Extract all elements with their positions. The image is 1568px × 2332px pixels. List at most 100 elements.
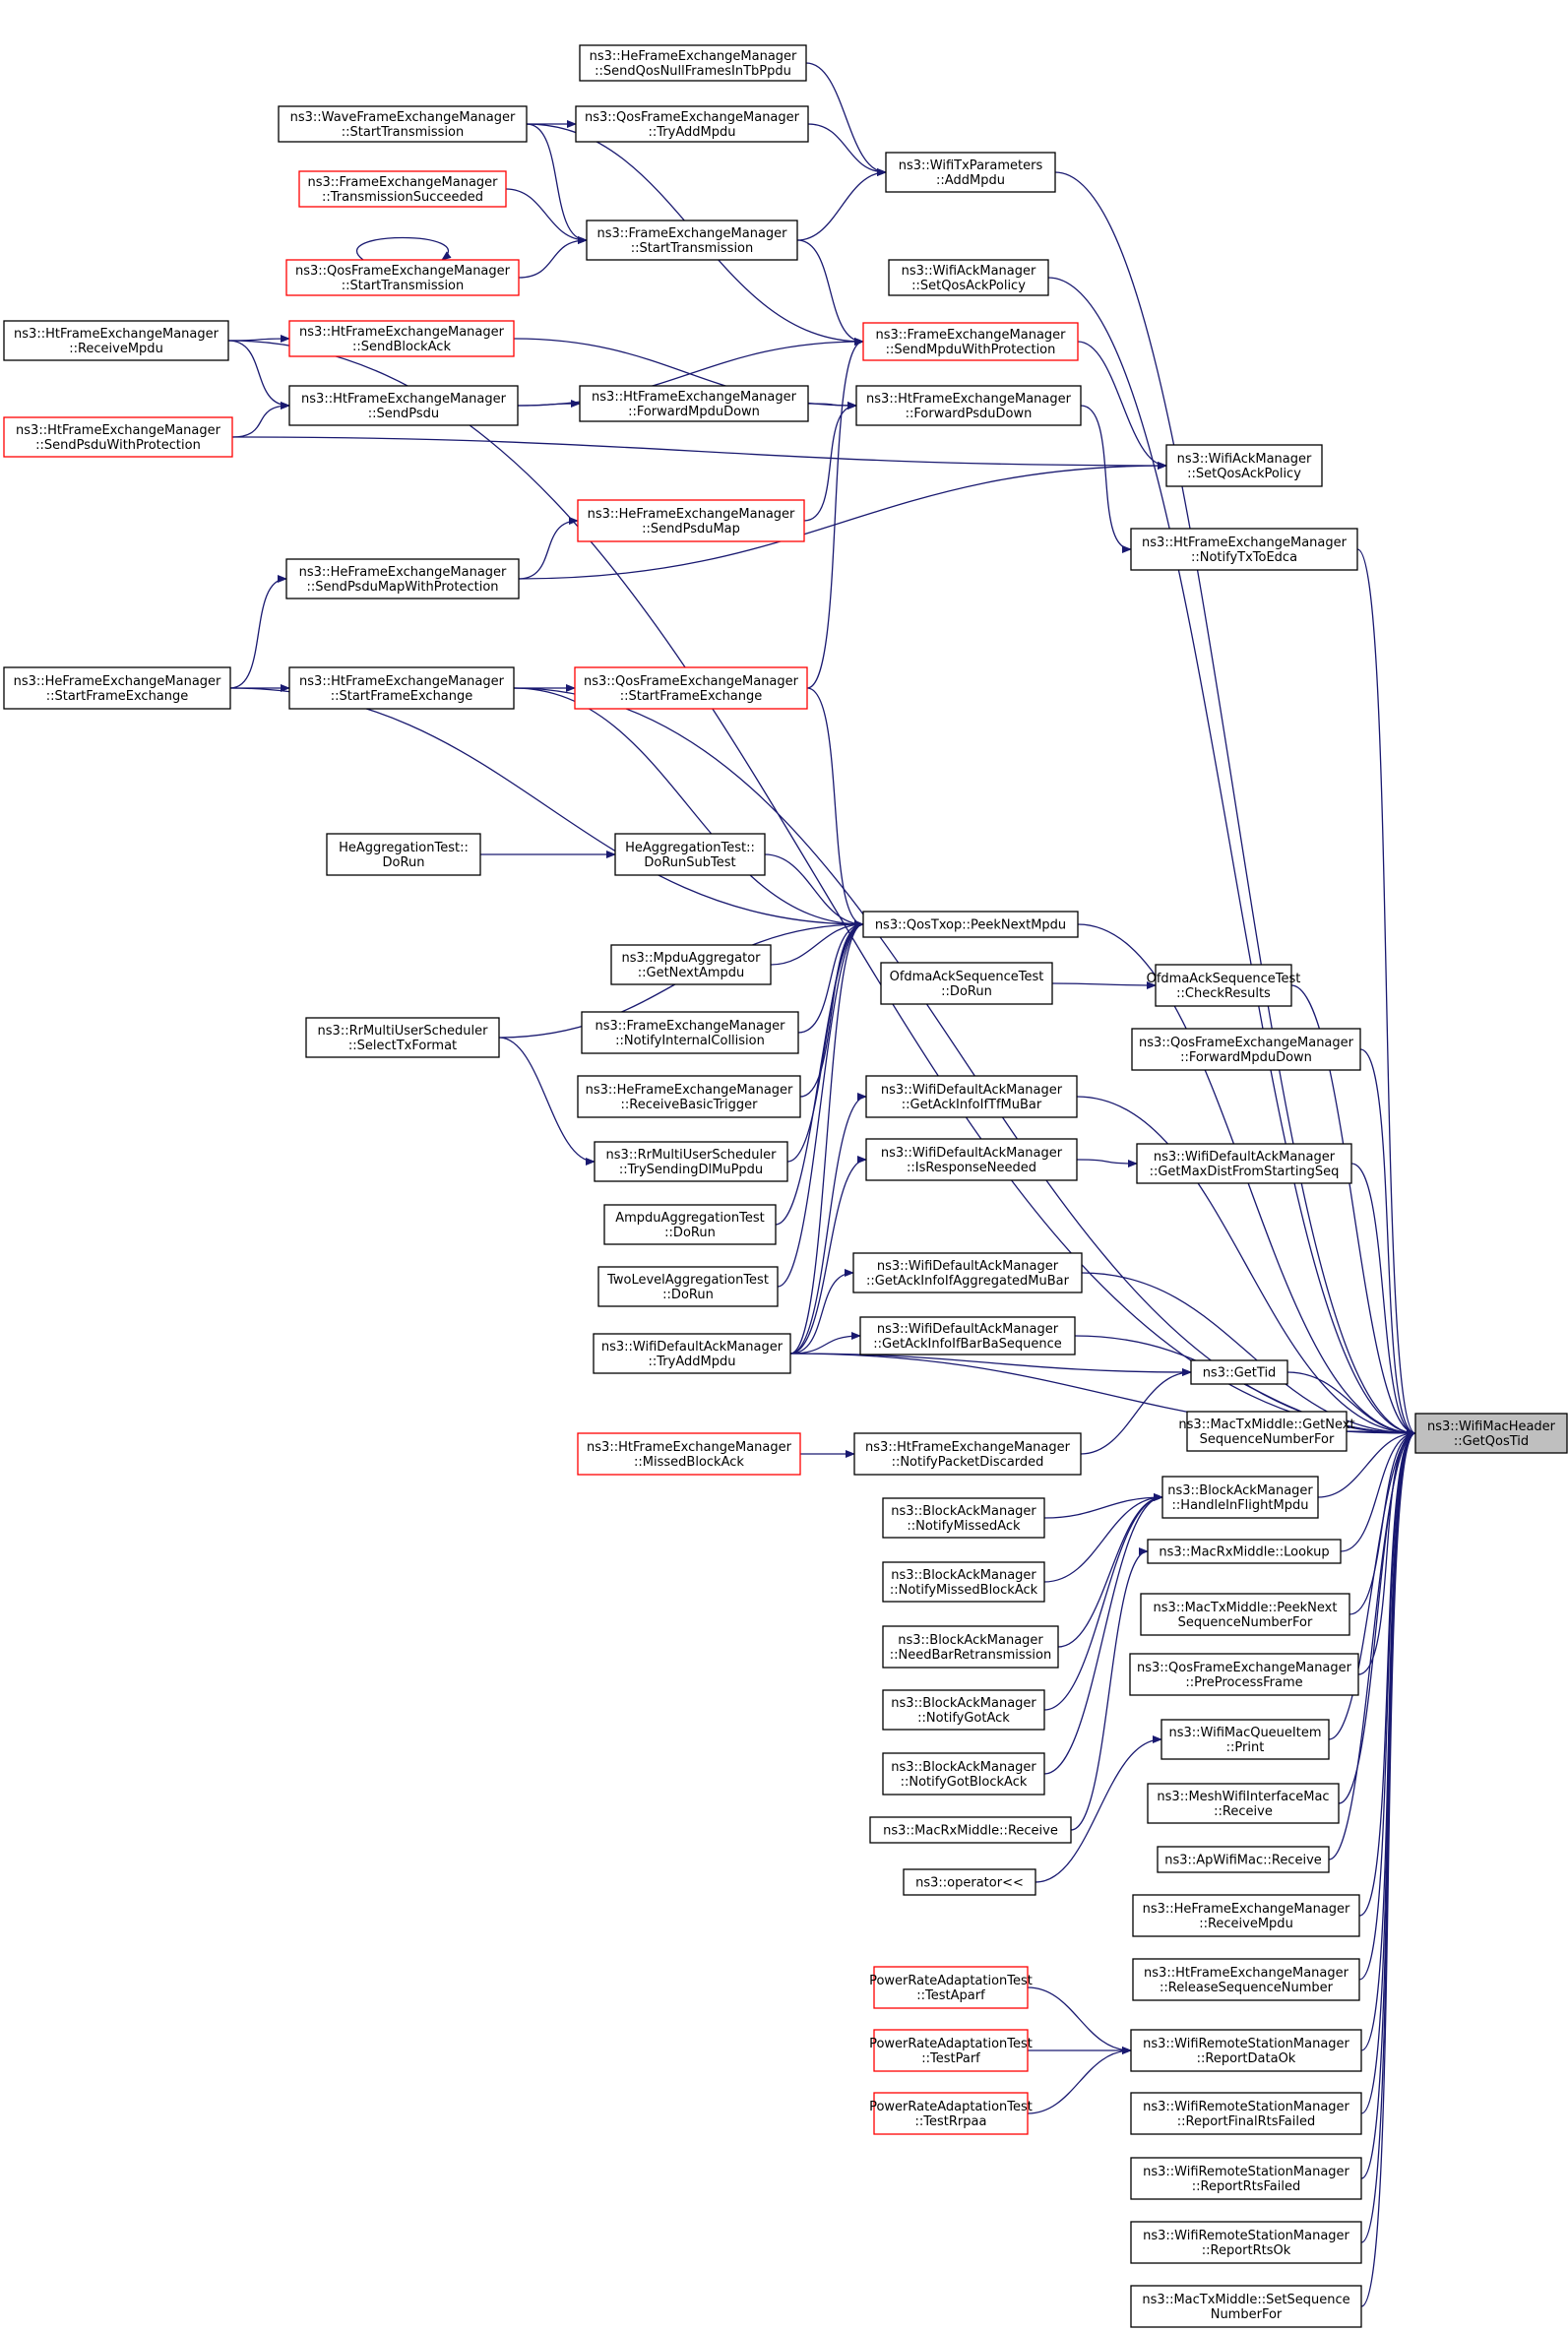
node-qos-start-tx[interactable]: ns3::QosFrameExchangeManager::StartTrans… — [285, 259, 520, 296]
edge-fx-notify-coll-to-peek — [797, 920, 864, 1034]
node-queue-print[interactable]: ns3::WifiMacQueueItem::Print — [1160, 1719, 1330, 1760]
node-label-line: ns3::WifiRemoteStationManager — [1143, 2037, 1349, 2051]
node-pwr-aparf[interactable]: PowerRateAdaptationTest::TestAparf — [869, 1966, 1033, 2009]
node-ht-notify-disc[interactable]: ns3::HtFrameExchangeManager::NotifyPacke… — [853, 1432, 1082, 1476]
node-txm-peek[interactable]: ns3::MacTxMiddle::PeekNextSequenceNumber… — [1140, 1593, 1350, 1636]
node-label-line: ::StartTransmission — [342, 279, 465, 293]
node-ofdma-check[interactable]: OfdmaAckSequenceTest::CheckResults — [1147, 964, 1301, 1007]
node-pwr-rrpaa[interactable]: PowerRateAdaptationTest::TestRrpaa — [869, 2092, 1033, 2135]
node-ht-start-fx[interactable]: ns3::HtFrameExchangeManager::StartFrameE… — [288, 666, 515, 710]
node-fx-send-mpdu[interactable]: ns3::FrameExchangeManager::SendMpduWithP… — [862, 322, 1079, 361]
node-ht-send-ba[interactable]: ns3::HtFrameExchangeManager::SendBlockAc… — [288, 320, 515, 357]
node-mesh-recv[interactable]: ns3::MeshWifiInterfaceMac::Receive — [1147, 1783, 1340, 1824]
node-rr-select[interactable]: ns3::RrMultiUserScheduler::SelectTxForma… — [305, 1017, 500, 1058]
node-he-recv-trig[interactable]: ns3::HeFrameExchangeManager::ReceiveBasi… — [577, 1075, 801, 1118]
node-qos-fwd-mpdu[interactable]: ns3::QosFrameExchangeManager::ForwardMpd… — [1131, 1028, 1361, 1071]
node-fx-tx-succ[interactable]: ns3::FrameExchangeManager::TransmissionS… — [298, 170, 507, 208]
node-label-line: ns3::WifiAckManager — [1177, 452, 1312, 467]
node-he-send-psdu-map[interactable]: ns3::HeFrameExchangeManager::SendPsduMap — [577, 499, 805, 542]
node-he-send-map-prot[interactable]: ns3::HeFrameExchangeManager::SendPsduMap… — [285, 558, 520, 599]
edge-d-ack-try-add-to-d-ack-tf-mu — [789, 1093, 867, 1355]
node-label-line: ::SelectTxFormat — [348, 1039, 457, 1053]
node-box — [1130, 2157, 1362, 2200]
node-box — [298, 170, 507, 208]
node-he-agg-do-run[interactable]: HeAggregationTest::DoRun — [326, 833, 481, 876]
node-rsm-final-rts[interactable]: ns3::WifiRemoteStationManager::ReportFin… — [1130, 2092, 1362, 2135]
node-peek[interactable]: ns3::QosTxop::PeekNextMpdu — [862, 911, 1079, 938]
edge-ht-send-psdu-prot-to-ack-set-qos-psdu — [231, 436, 1167, 470]
node-fx-notify-coll[interactable]: ns3::FrameExchangeManager::NotifyInterna… — [581, 1011, 799, 1054]
node-layer: ns3::WifiMacHeader::GetQosTidns3::HeFram… — [3, 44, 1568, 2328]
node-box — [1165, 444, 1323, 487]
node-txm-get-next[interactable]: ns3::MacTxMiddle::GetNextSequenceNumberF… — [1178, 1411, 1355, 1452]
node-he-agg-sub[interactable]: HeAggregationTest::DoRunSubTest — [614, 833, 766, 876]
node-ht-notify-edca[interactable]: ns3::HtFrameExchangeManager::NotifyTxToE… — [1130, 528, 1358, 571]
node-d-ack-try-add[interactable]: ns3::WifiDefaultAckManager::TryAddMpdu — [593, 1333, 791, 1374]
node-fx-start-tx[interactable]: ns3::FrameExchangeManager::StartTransmis… — [586, 220, 798, 261]
node-box — [885, 152, 1056, 193]
node-ht-missed-ba[interactable]: ns3::HtFrameExchangeManager::MissedBlock… — [577, 1432, 801, 1476]
node-d-ack-max-dist[interactable]: ns3::WifiDefaultAckManager::GetMaxDistFr… — [1136, 1143, 1352, 1184]
node-two-lvl-do-run[interactable]: TwoLevelAggregationTest::DoRun — [597, 1266, 779, 1307]
node-rr-try-send[interactable]: ns3::RrMultiUserScheduler::TrySendingDlM… — [594, 1141, 788, 1182]
node-qos-pre-proc[interactable]: ns3::QosFrameExchangeManager::PreProcess… — [1129, 1653, 1359, 1696]
node-rsm-rts-failed[interactable]: ns3::WifiRemoteStationManager::ReportRts… — [1130, 2157, 1362, 2200]
node-box — [1155, 964, 1292, 1007]
node-label-line: ::NotifyInternalCollision — [615, 1034, 765, 1048]
node-label-line: ns3::HtFrameExchangeManager — [14, 327, 220, 342]
node-he-start-fx[interactable]: ns3::HeFrameExchangeManager::StartFrameE… — [3, 666, 231, 710]
node-pwr-parf[interactable]: PowerRateAdaptationTest::TestParf — [869, 2029, 1033, 2072]
node-bam-got-ack[interactable]: ns3::BlockAckManager::NotifyGotAck — [882, 1689, 1045, 1731]
node-op-lshift[interactable]: ns3::operator<< — [903, 1868, 1036, 1896]
edge-txm-get-next-to-wmh — [1346, 1428, 1416, 1437]
node-get-tid[interactable]: ns3::GetTid — [1190, 1359, 1288, 1385]
node-he-recv-mpdu[interactable]: ns3::HeFrameExchangeManager::ReceiveMpdu — [1132, 1894, 1360, 1937]
node-label-line: ::SendMpduWithProtection — [886, 343, 1056, 357]
node-qos-try-add[interactable]: ns3::QosFrameExchangeManager::TryAddMpdu — [575, 105, 809, 143]
edge-pwr-rrpaa-to-rsm-report-ok — [1027, 2047, 1132, 2114]
node-d-ack-aggr-mu[interactable]: ns3::WifiDefaultAckManager::GetAckInfoIf… — [852, 1252, 1083, 1293]
node-ampdu-do-run[interactable]: AmpduAggregationTest::DoRun — [603, 1204, 777, 1245]
node-rxm-recv[interactable]: ns3::MacRxMiddle::Receive — [869, 1816, 1072, 1844]
node-bam-got-ba[interactable]: ns3::BlockAckManager::NotifyGotBlockAck — [882, 1752, 1045, 1796]
node-ht-rel-seq[interactable]: ns3::HtFrameExchangeManager::ReleaseSequ… — [1132, 1958, 1360, 2001]
node-ht-fwd-psdu[interactable]: ns3::HtFrameExchangeManager::ForwardPsdu… — [855, 385, 1082, 426]
node-ap-recv[interactable]: ns3::ApWifiMac::Receive — [1157, 1846, 1330, 1873]
node-box — [873, 2092, 1029, 2135]
node-box — [880, 962, 1053, 1005]
node-ht-send-psdu-prot[interactable]: ns3::HtFrameExchangeManager::SendPsduWit… — [3, 416, 233, 458]
node-wave-start[interactable]: ns3::WaveFrameExchangeManager::StartTran… — [278, 105, 528, 143]
node-bam-handle[interactable]: ns3::BlockAckManager::HandleInFlightMpdu — [1161, 1476, 1319, 1519]
node-d-ack-bar-ba[interactable]: ns3::WifiDefaultAckManager::GetAckInfoIf… — [859, 1316, 1076, 1355]
node-label-line: ns3::HtFrameExchangeManager — [299, 674, 505, 689]
node-rsm-report-ok[interactable]: ns3::WifiRemoteStationManager::ReportDat… — [1130, 2029, 1362, 2072]
node-label-line: ns3::QosTxop::PeekNextMpdu — [875, 918, 1066, 933]
node-hed-send-qos[interactable]: ns3::HeFrameExchangeManager::SendQosNull… — [579, 44, 807, 82]
node-ht-recv[interactable]: ns3::HtFrameExchangeManager::ReceiveMpdu — [3, 320, 229, 361]
node-box — [1136, 1143, 1352, 1184]
node-label-line: ::NotifyMissedAck — [907, 1519, 1021, 1534]
node-box — [614, 833, 766, 876]
node-d-ack-resp-needed[interactable]: ns3::WifiDefaultAckManager::IsResponseNe… — [865, 1138, 1078, 1181]
node-label-line: ns3::HtFrameExchangeManager — [587, 1440, 792, 1455]
node-box — [855, 385, 1082, 426]
node-label-line: ns3::HtFrameExchangeManager — [301, 392, 507, 407]
node-qos-start-fx[interactable]: ns3::QosFrameExchangeManager::StartFrame… — [574, 666, 808, 710]
node-wmh[interactable]: ns3::WifiMacHeader::GetQosTid — [1414, 1413, 1568, 1454]
node-d-ack-tf-mu[interactable]: ns3::WifiDefaultAckManager::GetAckInfoIf… — [865, 1075, 1078, 1118]
node-ack-set-qos[interactable]: ns3::WifiAckManager::SetQosAckPolicy — [888, 259, 1049, 296]
node-ht-send-psdu[interactable]: ns3::HtFrameExchangeManager::SendPsdu — [288, 385, 519, 426]
edge-he-agg-sub-to-peek — [764, 853, 864, 928]
node-tx-params-add[interactable]: ns3::WifiTxParameters::AddMpdu — [885, 152, 1056, 193]
node-rxm-lookup[interactable]: ns3::MacRxMiddle::Lookup — [1147, 1539, 1342, 1564]
node-ht-fwd-mpdu[interactable]: ns3::HtFrameExchangeManager::ForwardMpdu… — [579, 385, 809, 422]
node-ofdma-do-run[interactable]: OfdmaAckSequenceTest::DoRun — [880, 962, 1053, 1005]
node-bam-missed-ba[interactable]: ns3::BlockAckManager::NotifyMissedBlockA… — [882, 1561, 1045, 1603]
node-bam-need-bar[interactable]: ns3::BlockAckManager::NeedBarRetransmiss… — [882, 1625, 1059, 1669]
node-ack-set-qos-psdu[interactable]: ns3::WifiAckManager::SetQosAckPolicy — [1165, 444, 1323, 487]
node-box — [869, 1816, 1072, 1844]
node-mpdu-aggr[interactable]: ns3::MpduAggregator::GetNextAmpdu — [610, 944, 772, 985]
node-rsm-rts-ok[interactable]: ns3::WifiRemoteStationManager::ReportRts… — [1130, 2221, 1362, 2264]
node-bam-missed-ack[interactable]: ns3::BlockAckManager::NotifyMissedAck — [882, 1497, 1045, 1539]
